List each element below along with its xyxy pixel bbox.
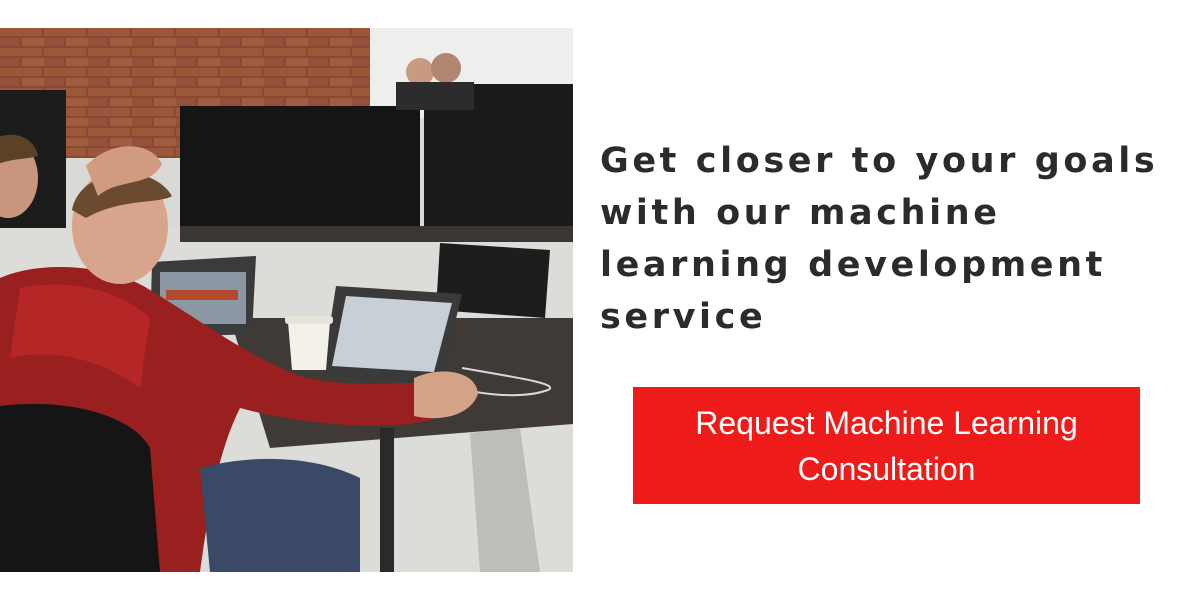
headline: Get closer to your goals with our machin… — [600, 141, 1159, 337]
request-consultation-button[interactable]: Request Machine Learning Consultation — [633, 387, 1140, 504]
office-photo-illustration — [0, 28, 573, 572]
office-photo — [0, 28, 573, 572]
